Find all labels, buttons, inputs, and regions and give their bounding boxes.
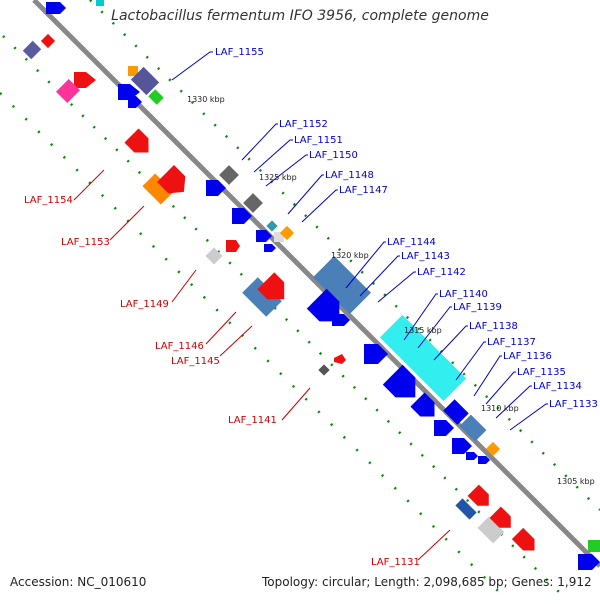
feature-cluster-1146 [242, 272, 285, 317]
feature-cluster-1315-forward [306, 256, 501, 464]
feature-fragment-top [96, 0, 104, 6]
gene-label-laf-1138[interactable]: LAF_1138 [469, 321, 518, 332]
length-label: Length: 2,098,685 bp [374, 575, 504, 589]
gene-label-laf-1150[interactable]: LAF_1150 [309, 150, 358, 161]
feature-fragment-bottom [588, 540, 600, 552]
feature-cluster-1325-reverse [124, 128, 186, 205]
gene-label-laf-1139[interactable]: LAF_1139 [453, 302, 502, 313]
gene-label-laf-1152[interactable]: LAF_1152 [279, 119, 328, 130]
genome-summary: Topology: circular; Length: 2,098,685 bp… [262, 575, 592, 589]
gene-label-laf-1140[interactable]: LAF_1140 [439, 289, 488, 300]
gene-label-laf-1143[interactable]: LAF_1143 [401, 251, 450, 262]
position-label-1330: 1330 kbp [187, 95, 225, 104]
gene-label-laf-1153[interactable]: LAF_1153 [61, 237, 110, 248]
gene-label-laf-1149[interactable]: LAF_1149 [120, 299, 169, 310]
feature-cluster-1325-forward [206, 165, 295, 252]
genes-count-label: Genes: 1,912 [511, 575, 592, 589]
position-label-1310: 1310 kbp [481, 404, 519, 413]
reverse-gene-labels: LAF_1154 LAF_1153 LAF_1149 LAF_1146 LAF_… [24, 195, 420, 568]
cds-fragment-bottom [578, 554, 600, 570]
feature-cluster-1305-reverse [455, 484, 535, 551]
gene-label-laf-1155[interactable]: LAF_1155 [215, 47, 264, 58]
map-title: Lactobacillus fermentum IFO 3956, comple… [111, 8, 489, 24]
leader-lines-reverse [73, 169, 451, 561]
accession-label: Accession: NC_010610 [10, 575, 147, 589]
gene-label-laf-1131[interactable]: LAF_1131 [371, 557, 420, 568]
gene-label-laf-1136[interactable]: LAF_1136 [503, 351, 552, 362]
gene-label-laf-1134[interactable]: LAF_1134 [533, 381, 582, 392]
gene-label-laf-1141[interactable]: LAF_1141 [228, 415, 277, 426]
topology-label: Topology: circular [262, 575, 367, 589]
gene-label-laf-1135[interactable]: LAF_1135 [517, 367, 566, 378]
gene-label-laf-1133[interactable]: LAF_1133 [549, 399, 598, 410]
forward-gene-labels: LAF_1155 LAF_1152 LAF_1151 LAF_1150 LAF_… [215, 47, 598, 410]
leader-lines-forward [171, 51, 548, 431]
gene-label-laf-1151[interactable]: LAF_1151 [294, 135, 343, 146]
gene-label-laf-1137[interactable]: LAF_1137 [487, 337, 536, 348]
position-label-1305: 1305 kbp [557, 477, 595, 486]
feature-cluster-1141 [318, 354, 346, 376]
gene-label-laf-1147[interactable]: LAF_1147 [339, 185, 388, 196]
gene-label-laf-1145[interactable]: LAF_1145 [171, 356, 220, 367]
gene-label-laf-1148[interactable]: LAF_1148 [325, 170, 374, 181]
position-label-1325: 1325 kbp [259, 173, 297, 182]
feature-cluster-1330 [22, 33, 164, 108]
cds-fragment-top [46, 2, 66, 14]
gene-label-laf-1154[interactable]: LAF_1154 [24, 195, 73, 206]
gene-label-laf-1142[interactable]: LAF_1142 [417, 267, 466, 278]
feature-cluster-1320-reverse [205, 240, 240, 265]
gene-label-laf-1144[interactable]: LAF_1144 [387, 237, 436, 248]
position-label-1320: 1320 kbp [331, 251, 369, 260]
gene-label-laf-1146[interactable]: LAF_1146 [155, 341, 204, 352]
position-label-1315: 1315 kbp [404, 326, 442, 335]
